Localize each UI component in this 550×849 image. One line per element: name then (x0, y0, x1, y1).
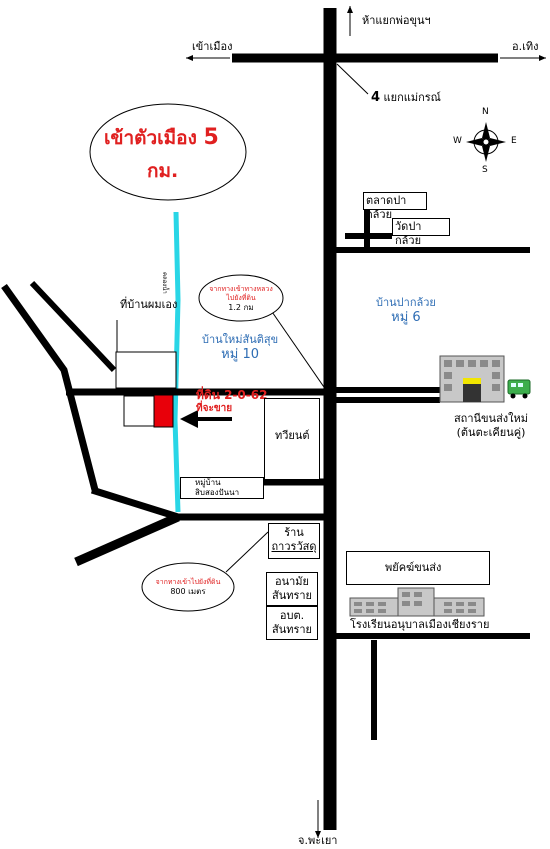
callout-1-line2: ไปยังที่ดิน (226, 293, 256, 302)
temple-label: วัดปากล้วย (395, 220, 422, 248)
callout-2-line1: จากทางเข้าไปยังที่ดิน (155, 578, 221, 586)
tv-shop-label: ทวียนต์ (275, 429, 310, 442)
intersection-number: 4 (371, 90, 381, 105)
land-sale-label: ที่จะขาย (196, 403, 233, 414)
health-centre-line2: สันทราย (271, 589, 312, 603)
obt-line2: สันทราย (271, 623, 312, 637)
title-line1: เข้าตัวเมือง 5 (104, 124, 219, 152)
hardware-shop-line1: ร้าน (284, 526, 304, 539)
health-centre-box: อนามัย สันทราย (266, 572, 318, 606)
village-paklui-name: บ้านปากล้วย (376, 296, 436, 309)
callout-2-distance: 800 เมตร (170, 586, 206, 596)
compass-n: N (482, 107, 489, 117)
land-for-sale (153, 394, 174, 428)
bus-station-label: สถานีขนส่งใหม่ (ต้นตะเคียนคู่) (436, 412, 546, 440)
obt-box: อบต. สันทราย (266, 606, 318, 640)
village-box-line1: หมู่บ้าน (195, 478, 221, 487)
obt-line1: อบต. (279, 609, 305, 622)
title-ellipse (89, 103, 247, 201)
intersection-name: แยกแม่กรณ์ (383, 91, 441, 104)
intersection-label: 4 แยกแม่กรณ์ (371, 90, 441, 106)
land-size-label: ที่ดิน 2-0-62 (196, 388, 268, 402)
bus-museum-box: พยัคฆ์ขนส่ง (346, 551, 490, 585)
market-label: ตลาดปากล้วย (366, 194, 407, 222)
compass-e: E (511, 136, 517, 146)
callout-1-text: จากทางเข้าทางหลวง ไปยังที่ดิน 1.2 กม (204, 285, 278, 313)
title-line2: กม. (147, 160, 179, 182)
owner-land-box (115, 351, 177, 389)
bus-station-building-icon (439, 355, 505, 403)
hardware-shop-line2: ถาวรวัสดุ (271, 540, 317, 554)
village-maisantisuk-moo: หมู่ 10 (221, 346, 259, 362)
bus-museum-label: พยัคฆ์ขนส่ง (385, 561, 442, 574)
market-box: ตลาดปากล้วย (363, 192, 427, 221)
direction-south-label: จ.พะเยา (298, 834, 338, 847)
compass-w: W (453, 136, 462, 146)
direction-east-label: อ.เทิง (512, 40, 539, 53)
tv-shop-box: ทวียนต์ (264, 398, 320, 480)
compass-s: S (482, 165, 488, 175)
village-paklui-label: บ้านปากล้วย หมู่ 6 (376, 296, 436, 326)
bus-station-line2: (ต้นตะเคียนคู่) (456, 425, 526, 439)
compass-icon (466, 122, 506, 162)
village-box: หมู่บ้าน สิบสองปันนา (180, 477, 264, 499)
callout-2-ellipse (141, 562, 235, 612)
callout-1-ellipse (198, 274, 284, 322)
health-centre-line1: อนามัย (275, 575, 309, 588)
callout-1-line1: จากทางเข้าทางหลวง (209, 285, 273, 293)
bus-icon (507, 379, 531, 399)
village-paklui-moo: หมู่ 6 (391, 309, 421, 325)
temple-box: วัดปากล้วย (392, 218, 450, 247)
callout-1-distance: 1.2 กม (228, 302, 254, 312)
direction-north-label: ห้าแยกพ่อขุนฯ (362, 14, 431, 27)
village-box-line2: สิบสองปันนา (195, 488, 240, 497)
school-building-icon (349, 587, 485, 617)
hardware-shop-box: ร้าน ถาวรวัสดุ (268, 523, 320, 559)
village-maisantisuk-name: บ้านใหม่สันติสุข (202, 333, 279, 346)
title-text: เข้าตัวเมือง (104, 127, 197, 149)
school-label: โรงเรียนอนุบาลเมืองเชียงราย (350, 618, 490, 631)
callout-2-text: จากทางเข้าไปยังที่ดิน 800 เมตร (146, 578, 230, 597)
bus-station-line1: สถานีขนส่งใหม่ (453, 412, 529, 425)
title-number: 5 (203, 125, 219, 150)
owner-land-label: ที่บ้านผมเอง (120, 298, 178, 311)
canal-label: คลองน้ำ (161, 272, 168, 294)
village-maisantisuk-label: บ้านใหม่สันติสุข หมู่ 10 (202, 333, 278, 363)
direction-west-label: เข้าเมือง (192, 40, 233, 53)
